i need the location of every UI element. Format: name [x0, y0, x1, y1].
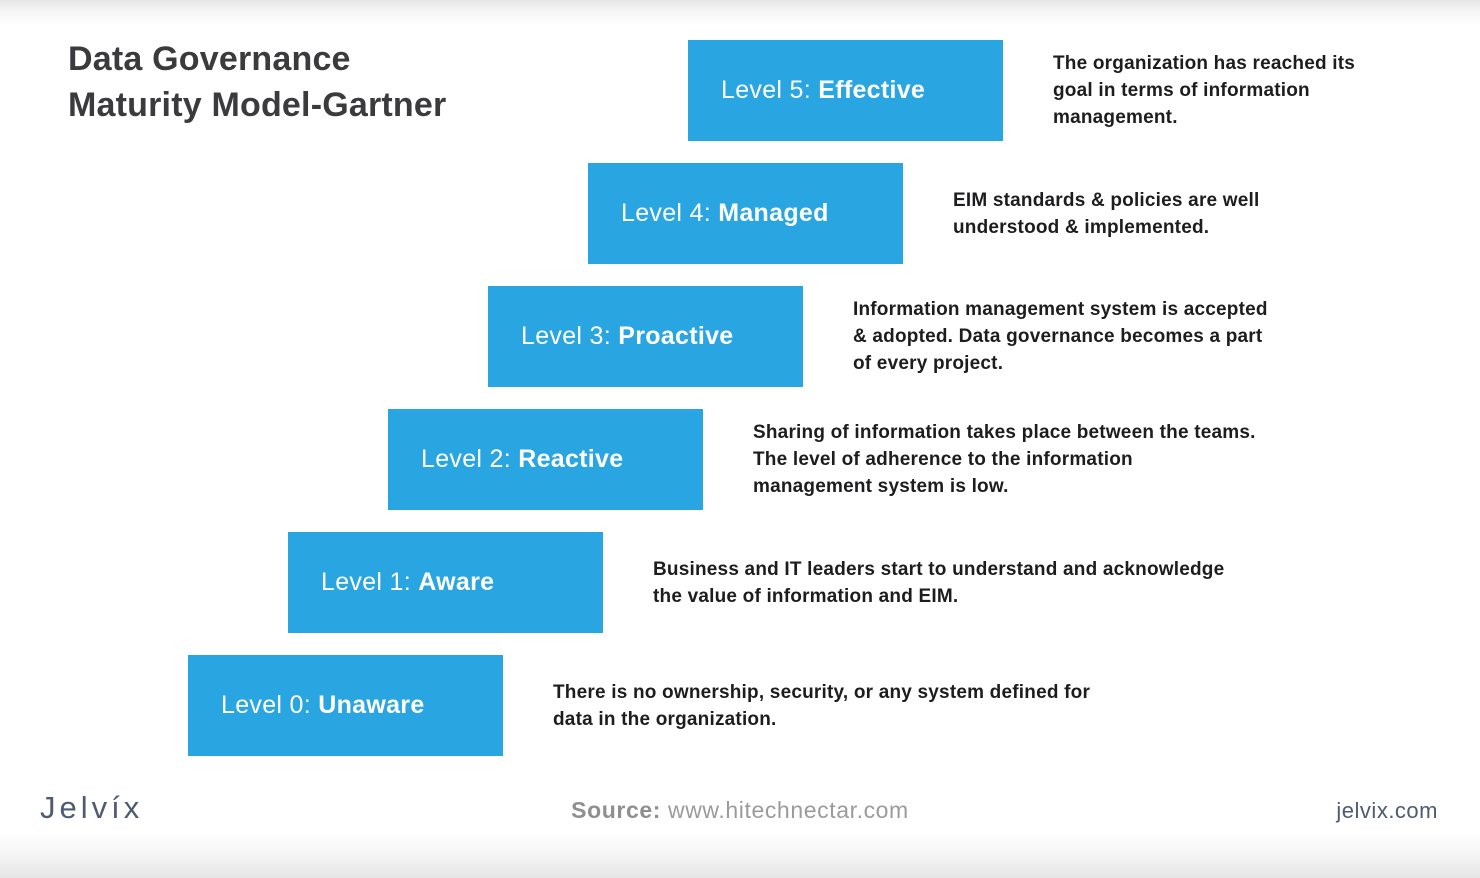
description-line: The level of adherence to the informatio… — [753, 449, 1133, 470]
level-box: Level 0: Unaware — [188, 655, 503, 756]
level-description: EIM standards & policies are well underst… — [953, 163, 1259, 264]
level-prefix: Level 4: — [621, 199, 711, 227]
level-description: Information management system is accepte… — [853, 286, 1268, 387]
level-description: Sharing of information takes place betwe… — [753, 409, 1256, 510]
jelvix-website: jelvix.com — [1336, 798, 1438, 823]
level-name: Aware — [418, 568, 495, 596]
level-box: Level 5: Effective — [688, 40, 1003, 141]
level-prefix: Level 0: — [221, 691, 311, 719]
level-box: Level 4: Managed — [588, 163, 903, 264]
description-line: There is no ownership, security, or any … — [553, 681, 1091, 703]
level-name: Unaware — [318, 691, 425, 719]
source-url: www.hitechnectar.com — [668, 797, 909, 823]
source-attribution: Source: www.hitechnectar.com — [0, 797, 1480, 824]
description-line: & adopted. Data governance becomes a par… — [853, 326, 1263, 347]
description-line: The organization has reached its — [1053, 53, 1356, 74]
level-box: Level 3: Proactive — [488, 286, 803, 387]
level-box: Level 2: Reactive — [388, 409, 703, 510]
level-description: There is no ownership, security, or any … — [553, 655, 1090, 756]
level-name: Managed — [718, 199, 829, 227]
description-line: the value of information and EIM. — [653, 585, 959, 607]
level-prefix: Level 3: — [521, 322, 611, 350]
jelvix-logo: Jelvíx — [40, 790, 144, 825]
description-line: management system is low. — [753, 476, 1009, 497]
level-prefix: Level 5: — [721, 76, 811, 104]
page-title: Data Governance Maturity Model-Gartner — [68, 36, 446, 128]
level-description: The organization has reached its goal in … — [1053, 40, 1355, 141]
description-line: Information management system is accepte… — [853, 299, 1268, 320]
level-description: Business and IT leaders start to underst… — [653, 532, 1224, 633]
level-prefix: Level 2: — [421, 445, 511, 473]
level-name: Proactive — [618, 322, 734, 350]
level-prefix: Level 1: — [321, 568, 411, 596]
description-line: of every project. — [853, 353, 1004, 374]
page-title-line2: Maturity Model-Gartner — [68, 86, 447, 124]
description-line: understood & implemented. — [953, 216, 1210, 238]
page-title-line1: Data Governance — [68, 40, 351, 78]
description-line: Sharing of information takes place betwe… — [753, 422, 1256, 443]
description-line: goal in terms of information — [1053, 80, 1310, 101]
level-box: Level 1: Aware — [288, 532, 603, 633]
description-line: Business and IT leaders start to underst… — [653, 558, 1225, 580]
level-name: Reactive — [518, 445, 624, 473]
source-label: Source: — [571, 797, 661, 823]
description-line: EIM standards & policies are well — [953, 189, 1260, 211]
level-name: Effective — [818, 76, 926, 104]
description-line: data in the organization. — [553, 708, 777, 730]
description-line: management. — [1053, 107, 1178, 128]
